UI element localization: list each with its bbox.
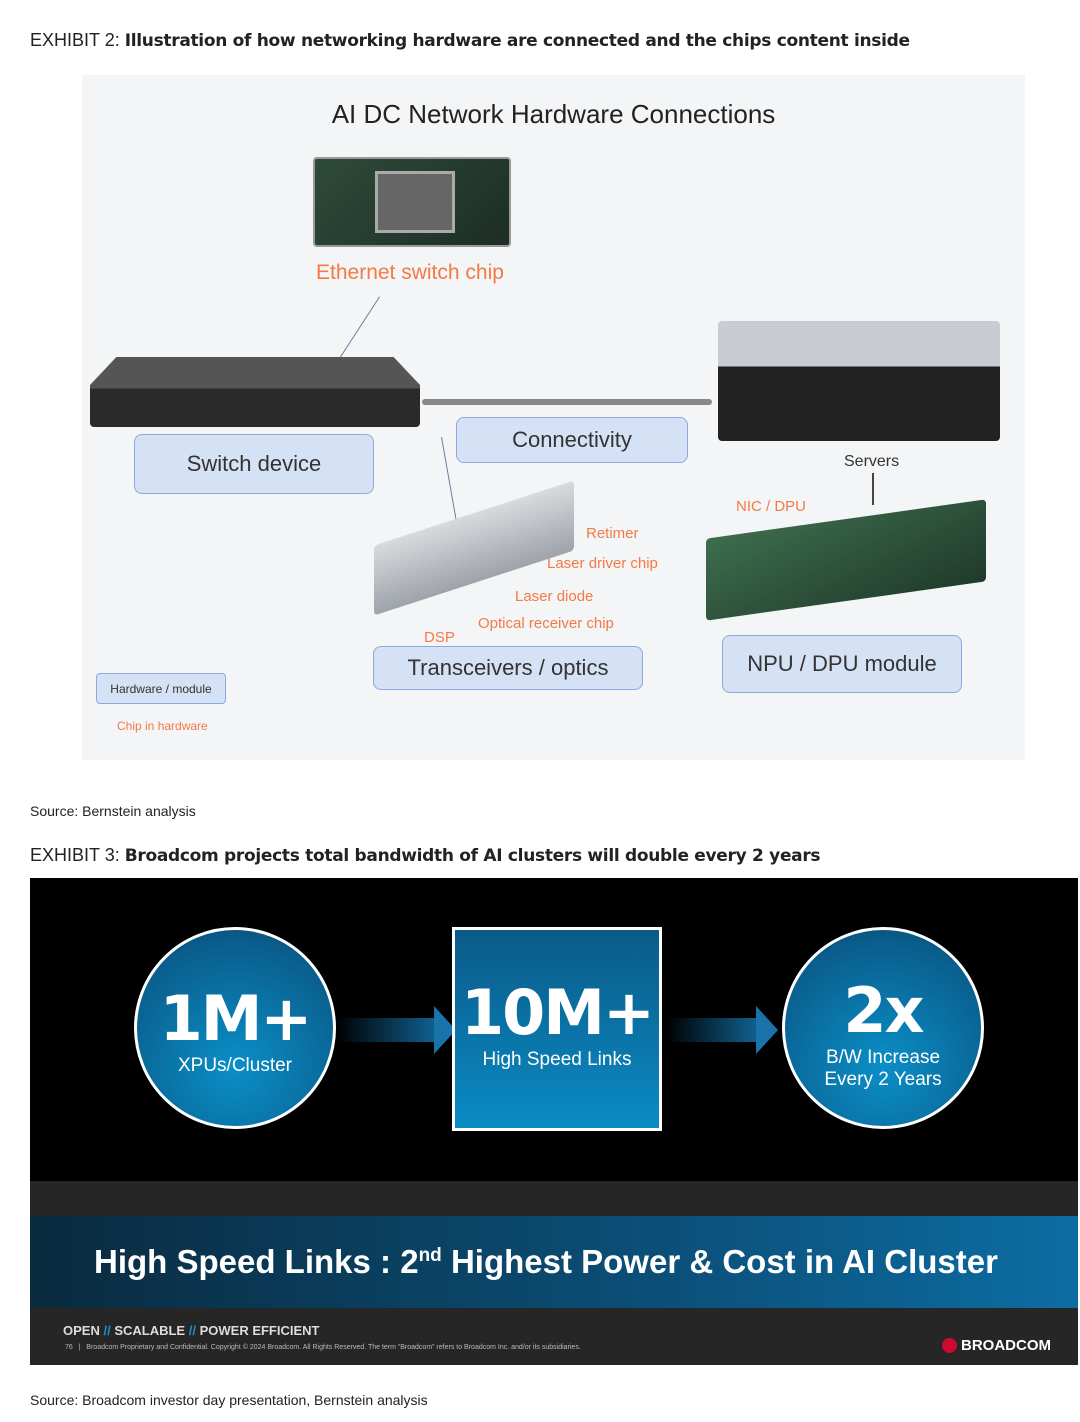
logo-text: BROADCOM bbox=[961, 1337, 1051, 1354]
nic-card-image bbox=[706, 499, 986, 621]
xpus-circle: 1M+ XPUs/Cluster bbox=[134, 927, 336, 1129]
legal-text: Broadcom Proprietary and Confidential. C… bbox=[86, 1344, 581, 1351]
page-number: 76 bbox=[65, 1344, 73, 1351]
dsp-label: DSP bbox=[424, 629, 455, 646]
banner: High Speed Links : 2nd Highest Power & C… bbox=[30, 1216, 1078, 1308]
xpus-label: XPUs/Cluster bbox=[177, 1055, 293, 1076]
switch-device-box: Switch device bbox=[134, 434, 374, 494]
exhibit2-source: Source: Bernstein analysis bbox=[30, 803, 196, 819]
exhibit-label: EXHIBIT 3: bbox=[30, 845, 125, 865]
nic-dpu-label: NIC / DPU bbox=[736, 498, 807, 515]
tag-sep: // bbox=[188, 1323, 196, 1338]
bandwidth-label-2: Every 2 Years bbox=[824, 1069, 942, 1090]
exhibit-title: Illustration of how networking hardware … bbox=[124, 31, 910, 51]
legal-footer: 76 | Broadcom Proprietary and Confidenti… bbox=[65, 1344, 581, 1351]
switch-device-image bbox=[90, 357, 420, 427]
tag-scalable: SCALABLE bbox=[114, 1323, 186, 1338]
exhibit-title: Broadcom projects total bandwidth of AI … bbox=[124, 846, 821, 866]
links-value: 10M+ bbox=[461, 976, 655, 1049]
tag-sep: // bbox=[103, 1323, 111, 1338]
bandwidth-label-1: B/W Increase bbox=[825, 1047, 941, 1068]
laser-driver-label: Laser driver chip bbox=[547, 555, 658, 572]
tag-open: OPEN bbox=[63, 1323, 100, 1338]
switch-chip-label: Ethernet switch chip bbox=[316, 261, 504, 284]
tagline: OPEN // SCALABLE // POWER EFFICIENT bbox=[63, 1323, 319, 1338]
laser-diode-label: Laser diode bbox=[515, 588, 594, 605]
servers-label: Servers bbox=[844, 453, 900, 470]
switch-chip-image bbox=[313, 157, 511, 247]
broadcom-logo: BROADCOM bbox=[942, 1337, 1051, 1354]
xpus-value: 1M+ bbox=[159, 982, 313, 1055]
cable-image bbox=[422, 399, 712, 405]
connectivity-box: Connectivity bbox=[456, 417, 688, 463]
diagram-title: AI DC Network Hardware Connections bbox=[331, 99, 776, 129]
exhibit2-heading: EXHIBIT 2: Illustration of how networkin… bbox=[30, 30, 910, 51]
tag-power: POWER EFFICIENT bbox=[199, 1323, 320, 1338]
bandwidth-value: 2x bbox=[843, 974, 924, 1047]
banner-text-2: Highest Power & Cost in AI Cluster bbox=[441, 1243, 998, 1280]
links-label: High Speed Links bbox=[482, 1049, 632, 1070]
banner-sup: nd bbox=[418, 1245, 442, 1266]
optical-receiver-label: Optical receiver chip bbox=[478, 615, 614, 632]
npu-module-box: NPU / DPU module bbox=[722, 635, 962, 693]
banner-text: High Speed Links : 2 bbox=[94, 1243, 419, 1280]
transceivers-box: Transceivers / optics bbox=[373, 646, 643, 690]
broadcom-slide: 1M+ XPUs/Cluster 10M+ High Speed Links 2… bbox=[30, 878, 1078, 1365]
links-box: 10M+ High Speed Links bbox=[452, 927, 662, 1131]
retimer-label: Retimer bbox=[586, 525, 639, 542]
broadcom-logo-icon bbox=[942, 1338, 957, 1353]
arrow-icon bbox=[666, 1006, 778, 1054]
server-image bbox=[718, 321, 1000, 441]
bandwidth-circle: 2x B/W Increase Every 2 Years bbox=[782, 927, 984, 1129]
exhibit-label: EXHIBIT 2: bbox=[30, 30, 125, 50]
exhibit3-heading: EXHIBIT 3: Broadcom projects total bandw… bbox=[30, 845, 821, 866]
legend-chip: Chip in hardware bbox=[117, 719, 208, 733]
arrow-icon bbox=[336, 1006, 456, 1054]
legend-hardware: Hardware / module bbox=[96, 673, 226, 704]
network-diagram: AI DC Network Hardware Connections Ether… bbox=[82, 75, 1025, 760]
exhibit3-source: Source: Broadcom investor day presentati… bbox=[30, 1392, 428, 1408]
